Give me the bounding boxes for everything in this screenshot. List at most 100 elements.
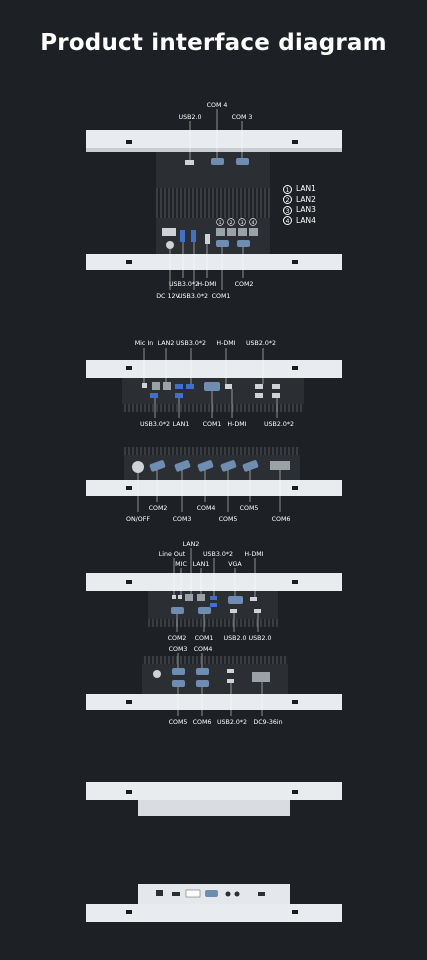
- legend-number: 2: [283, 195, 292, 204]
- label-com3: COM3: [169, 646, 188, 653]
- db9-port: [172, 668, 185, 675]
- db9-port: [196, 668, 209, 675]
- leader-lines: [137, 470, 281, 512]
- legend-number: 3: [283, 205, 292, 215]
- label-com5: COM5: [240, 505, 259, 512]
- label-com4: COM 4: [207, 102, 228, 109]
- audio-jack: [142, 383, 147, 388]
- legend-label: LAN2: [296, 194, 316, 204]
- legend-number: 4: [283, 216, 292, 225]
- audio-jack: [172, 595, 176, 599]
- label-com1: COM1: [212, 293, 231, 300]
- label-usb30: USB3.0*2: [203, 551, 233, 558]
- label-com6: COM6: [272, 516, 291, 523]
- section-5-assembly: COM3 COM4 COM5 COM6 USB2.0*2 DC9-36in: [86, 646, 342, 726]
- power-button: [132, 461, 144, 473]
- leader-lines: [173, 548, 259, 632]
- lan-port: [185, 594, 193, 601]
- label-mic: MIC: [175, 561, 187, 568]
- frame-slot: [292, 140, 298, 144]
- frame-slot: [292, 260, 298, 264]
- lan-port: [163, 382, 171, 390]
- heatsink-fins: [148, 619, 278, 627]
- usb3-port: [191, 230, 196, 242]
- usb3-port: [210, 603, 217, 607]
- terminal-block: [270, 461, 290, 470]
- frame-slot: [126, 140, 132, 144]
- port-number: 4: [252, 220, 255, 226]
- frame-slot: [292, 366, 298, 370]
- usb3-port: [180, 230, 185, 242]
- usb2-port: [230, 609, 237, 613]
- label-usb20: USB2.0: [249, 635, 272, 642]
- usb2-port: [255, 384, 263, 389]
- label-usb20: USB2.0: [179, 114, 202, 121]
- heatsink-fins: [156, 188, 270, 218]
- db9-port: [198, 607, 211, 614]
- port-number-circle: [238, 218, 246, 226]
- frame-slot: [292, 910, 298, 914]
- frame-slot: [292, 580, 298, 584]
- frame-slot: [292, 790, 298, 794]
- label-hdmi: H-DMI: [244, 551, 263, 558]
- label-usb30: USB3.0*2: [169, 281, 199, 288]
- usb3-port: [186, 384, 194, 389]
- frame-slot: [126, 910, 132, 914]
- vga-port: [228, 596, 243, 604]
- label-dc12v: DC 12V: [156, 293, 180, 300]
- lan-port: [238, 228, 247, 236]
- label-usb20: USB2.0*2: [264, 421, 294, 428]
- frame-slot: [126, 700, 132, 704]
- power-port: [156, 890, 163, 896]
- db9-port: [237, 240, 250, 247]
- audio-jack: [234, 891, 240, 897]
- label-com4: COM4: [194, 646, 213, 653]
- label-usb30: USB3.0*2: [178, 293, 208, 300]
- label-lan2: LAN2: [158, 340, 175, 347]
- leader-lines: [169, 109, 244, 290]
- power-button: [153, 670, 161, 678]
- panel-frame-bottom: [86, 904, 342, 922]
- usb3-port: [150, 393, 158, 398]
- panel-frame-bottom: [86, 694, 342, 710]
- label-lan2: LAN2: [183, 541, 200, 548]
- power-button: [166, 241, 174, 249]
- db9-port: [197, 460, 214, 472]
- label-hdmi: H-DMI: [227, 421, 246, 428]
- frame-slot: [126, 790, 132, 794]
- heatsink-fins: [122, 404, 304, 412]
- power-port: [162, 228, 176, 236]
- lan-port: [227, 228, 236, 236]
- panel-frame-top: [86, 130, 342, 152]
- audio-jack: [225, 891, 231, 897]
- label-com5: COM5: [219, 516, 238, 523]
- frame-slot: [292, 700, 298, 704]
- label-com2: COM2: [168, 635, 187, 642]
- usb3-port: [175, 384, 183, 389]
- leader-lines: [143, 348, 278, 418]
- usb2-port: [227, 669, 234, 673]
- label-hdmi: H-DMI: [197, 281, 216, 288]
- label-hdmi: H-DMI: [216, 340, 235, 347]
- label-com3: COM 3: [232, 114, 253, 121]
- db9-port: [242, 460, 259, 472]
- audio-jack: [178, 595, 182, 599]
- frame-slot: [126, 366, 132, 370]
- port-number: 3: [241, 220, 244, 226]
- db9-port: [172, 680, 185, 687]
- db9-port: [149, 460, 166, 472]
- label-vga: VGA: [228, 561, 242, 568]
- port-number: 1: [219, 220, 222, 226]
- section-4-assembly: LAN2 Line Out USB3.0*2 H-DMI MIC LAN1 VG…: [86, 541, 342, 642]
- label-com3: COM3: [173, 516, 192, 523]
- dvi-port: [185, 889, 201, 898]
- usb3-port: [210, 596, 217, 600]
- section-7-assembly: [86, 884, 342, 922]
- lan-port: [197, 594, 205, 601]
- hdmi-port: [225, 384, 232, 389]
- label-com2: COM2: [149, 505, 168, 512]
